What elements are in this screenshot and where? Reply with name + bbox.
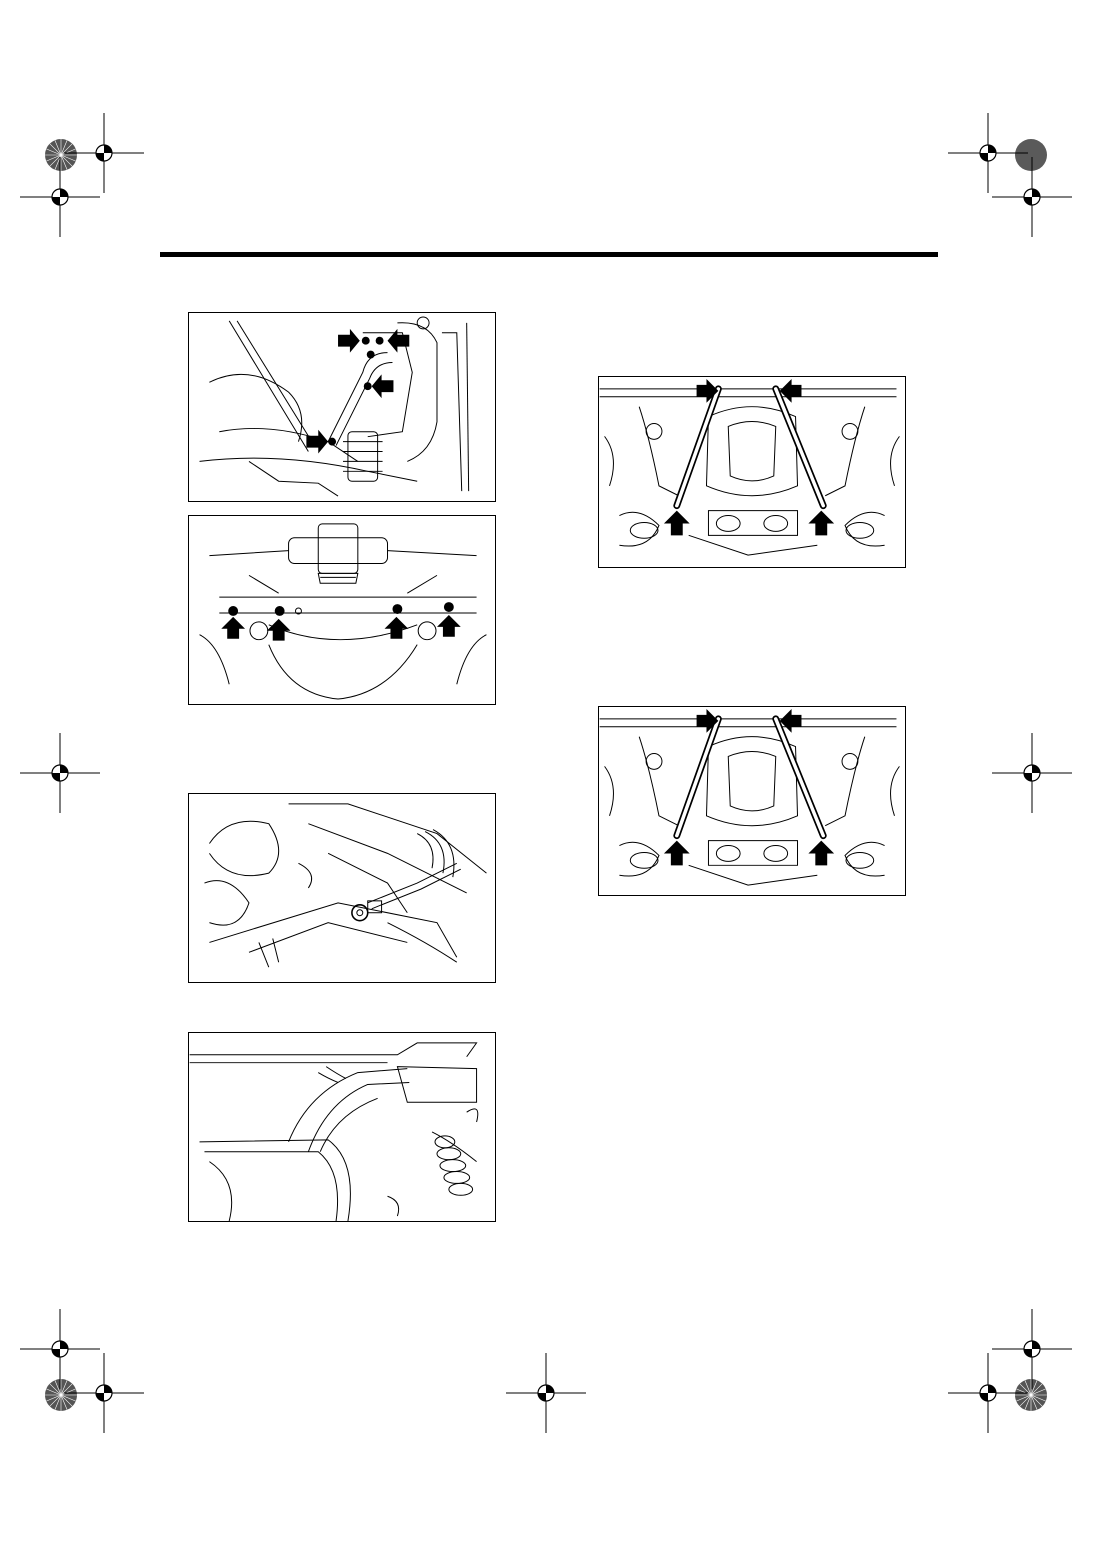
arrow-up-icon	[663, 840, 690, 866]
header-rule	[160, 252, 938, 257]
crosshair-target-icon	[20, 157, 100, 237]
arrow-up-icon	[663, 510, 690, 536]
steering-gearbox-illustration	[199, 316, 470, 497]
arrow-up-icon	[221, 616, 246, 639]
crosshair-target-icon	[992, 733, 1072, 813]
arrow-right-icon	[338, 328, 360, 353]
starburst-dot-top-left	[44, 138, 78, 172]
crosshair-target-icon	[506, 1353, 586, 1433]
starburst-dot-bottom-left	[44, 1378, 78, 1412]
arrow-left-icon	[371, 374, 394, 399]
crosshair-target-icon	[64, 113, 144, 193]
arrow-left-icon	[387, 328, 410, 353]
figure-pipe-clamp	[188, 793, 496, 983]
arrow-left-icon	[779, 378, 802, 403]
arrow-up-icon	[436, 614, 461, 637]
crossmember-illustration	[199, 523, 487, 700]
arrow-up-icon	[384, 616, 409, 639]
crosshair-target-icon	[992, 157, 1072, 237]
figure-steering-gearbox	[188, 312, 496, 502]
arrow-up-icon	[808, 510, 835, 536]
crosshair-target-icon	[948, 1353, 1028, 1433]
arrow-right-icon	[306, 429, 329, 454]
gray-dot-top-right	[1014, 138, 1048, 172]
figure-hose-clamp	[188, 1032, 496, 1222]
arrow-right-icon	[696, 378, 719, 403]
arrows	[221, 614, 461, 641]
starburst-dot-bottom-right	[1014, 1378, 1048, 1412]
figure-support-rods-upper	[598, 376, 906, 568]
arrow-up-icon	[266, 618, 291, 641]
arrows	[663, 708, 835, 866]
crosshair-target-icon	[20, 1309, 100, 1389]
support-rods-illustration-lower	[599, 708, 900, 886]
crosshair-target-icon	[948, 113, 1028, 193]
crosshair-target-icon	[992, 1309, 1072, 1389]
support-rods-illustration-upper	[599, 378, 900, 556]
figure-support-rods-lower	[598, 706, 906, 896]
figure-crossmember-bolts	[188, 515, 496, 705]
arrow-up-icon	[808, 840, 835, 866]
hose-clamp-illustration	[189, 1042, 479, 1221]
arrows	[663, 378, 835, 536]
crosshair-target-icon	[20, 733, 100, 813]
pipe-clamp-illustration	[204, 803, 487, 968]
crosshair-target-icon	[64, 1353, 144, 1433]
arrows	[306, 328, 410, 454]
